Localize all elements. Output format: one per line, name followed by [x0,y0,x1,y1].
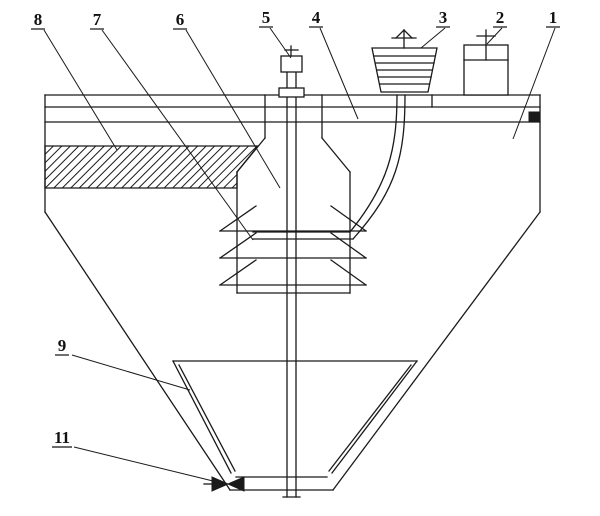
callout-2: 2 [486,8,507,45]
cone-wall-left [44,211,231,491]
tank-outline [44,94,541,491]
callout-5: 5 [259,8,292,59]
feedwell-column [236,94,351,294]
leader-line-1 [512,27,556,140]
drive-unit [371,29,438,93]
valve-left-triangle [211,476,230,492]
callout-label-11: 11 [54,428,70,447]
valve-right-triangle [226,476,245,492]
callout-label-7: 7 [93,10,102,29]
feed-pipe-outer-curve [352,94,406,240]
baffle3-right-wing [330,259,367,286]
callout-label-8: 8 [34,10,43,29]
feed-pipe [252,94,406,240]
feed-box [463,29,509,96]
leader-line-6 [185,29,281,189]
leader-line-7 [101,29,254,241]
callout-8: 8 [31,10,118,151]
inner-cone-right-outer [331,360,418,474]
motor-roof-right [403,29,413,39]
shaft-top-cap [280,55,303,73]
callout-label-1: 1 [549,8,558,27]
baffle-stack [219,205,367,286]
callout-6: 6 [173,10,281,189]
feed-pipe-inner-curve [349,94,398,233]
rim-block [528,111,541,123]
callout-label-4: 4 [312,8,321,27]
callout-9: 9 [55,336,191,391]
inner-cone-left-inner [178,364,236,472]
cone-wall-right [332,211,541,491]
motor-roof-left [395,29,405,39]
bottom-valve [203,476,245,492]
baffle2-left-wing [219,232,257,259]
leader-line-4 [319,27,359,120]
baffle2-right-wing [330,232,367,259]
shaft-collar [278,87,305,98]
hatched-plate-shape [44,145,260,189]
leader-line-2 [486,27,503,45]
baffle3-left-wing [219,259,257,286]
callout-label-5: 5 [262,8,271,27]
inner-cone-right-inner [328,364,412,472]
callout-7: 7 [90,10,254,241]
leader-line-9 [71,354,191,391]
callout-label-2: 2 [496,8,505,27]
callouts: 8 7 6 5 4 3 2 [31,8,560,482]
center-shaft [278,45,305,498]
feedwell-flare-left [236,137,266,173]
callout-label-6: 6 [176,10,185,29]
leader-line-11 [73,446,214,482]
callout-11: 11 [52,428,214,482]
callout-1: 1 [512,8,560,140]
callout-3: 3 [420,8,450,49]
leader-line-5 [269,27,292,59]
callout-4: 4 [309,8,359,120]
leader-line-8 [43,29,118,151]
hatched-plate [44,145,260,189]
inner-cone [172,360,418,478]
inner-cone-left-outer [172,360,232,474]
feedwell-flare-right [321,137,351,173]
baffle1-right-wing [330,205,367,232]
callout-label-3: 3 [439,8,448,27]
leader-line-3 [420,27,446,49]
callout-label-9: 9 [58,336,67,355]
